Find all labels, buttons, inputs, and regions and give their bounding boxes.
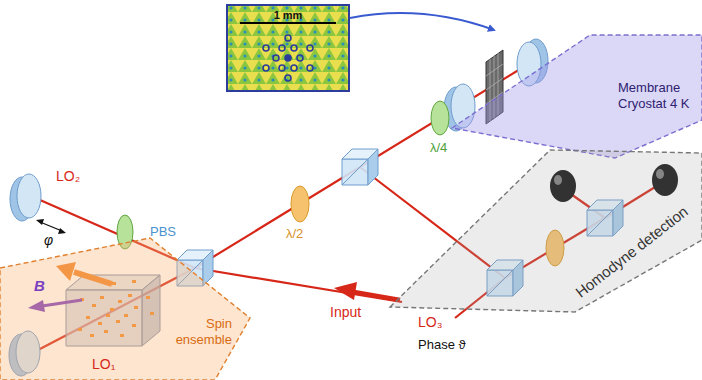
label-holder: LO₁	[92, 356, 115, 373]
grid-line	[486, 64, 503, 76]
phi-arrowhead	[58, 228, 66, 234]
homodyne-region: Homodyne detection	[385, 145, 702, 317]
label-holder: Phase ϑ	[418, 337, 466, 353]
region-title: Spin ensemble	[168, 316, 232, 347]
label-holder: LO₃	[418, 314, 442, 331]
hole	[279, 65, 285, 71]
lo-label: LO₂	[56, 168, 80, 185]
hole	[291, 45, 297, 51]
grid-line	[486, 78, 503, 90]
field-label: B	[34, 277, 45, 295]
input-beam	[195, 268, 402, 302]
hole	[263, 45, 269, 51]
input-label: Input	[330, 304, 361, 321]
quarter-wave-plate	[431, 101, 449, 135]
pbs-cube	[342, 149, 378, 185]
region-title: Membrane Cryostat 4 K	[618, 80, 698, 111]
spin-region: Spin ensemble	[0, 236, 252, 380]
inset-box: 1 mm	[226, 4, 350, 92]
hole	[273, 55, 279, 61]
input-arrowhead	[334, 282, 357, 300]
label-holder: λ/2	[286, 226, 303, 242]
region-polygon	[0, 238, 250, 380]
half-wave-plate	[291, 186, 309, 222]
defect-center	[285, 55, 291, 61]
hole	[297, 55, 303, 61]
hole	[285, 75, 291, 81]
membrane-micrograph	[226, 4, 350, 92]
hole	[307, 65, 313, 71]
label-holder: φ	[44, 232, 53, 249]
hole	[285, 35, 291, 41]
region-polygon	[390, 150, 702, 312]
mirror-face	[17, 174, 41, 218]
phase-label: Phase ϑ	[418, 337, 466, 353]
hole	[291, 65, 297, 71]
label-holder: LO₂	[56, 168, 80, 185]
mirror	[10, 174, 41, 221]
region-polygon	[452, 35, 702, 158]
hole	[279, 45, 285, 51]
label-holder: λ/4	[430, 140, 447, 156]
hole	[307, 45, 313, 51]
label-holder: B	[34, 277, 45, 295]
phi-arrowhead	[36, 219, 44, 225]
input-arrow	[354, 292, 400, 300]
pbs-label: PBS	[150, 224, 176, 240]
region-title: 1 mm	[228, 9, 348, 22]
lo-label: LO₁	[92, 356, 115, 373]
scale-bar	[240, 22, 336, 24]
phase-symbol: φ	[44, 232, 53, 249]
waveplate-label: λ/4	[430, 140, 447, 156]
cryostat-region: Membrane Cryostat 4 K	[450, 30, 702, 162]
label-holder: PBS	[150, 224, 176, 240]
region-outline	[0, 236, 252, 380]
waveplate-label: λ/2	[286, 226, 303, 242]
lo-label: LO₃	[418, 314, 442, 331]
defect-ring	[263, 35, 313, 81]
callout-arrow	[350, 13, 494, 30]
phi-arrow	[40, 222, 62, 231]
label-holder: Input	[330, 304, 361, 321]
hole	[263, 65, 269, 71]
